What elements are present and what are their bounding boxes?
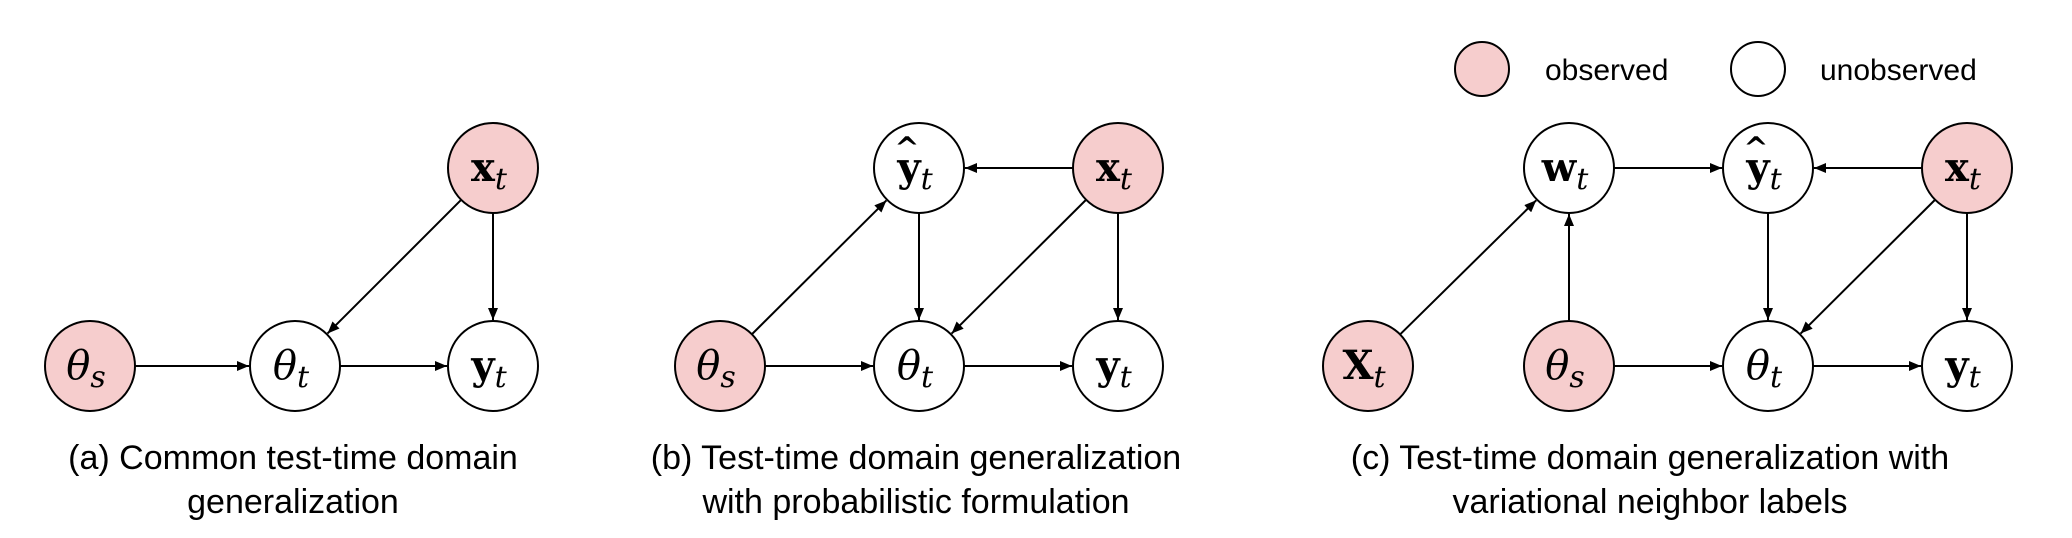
node-label: xt (471, 144, 508, 197)
node-a-y: yt (447, 320, 539, 412)
node-label: xt (1945, 144, 1982, 197)
node-circle (447, 320, 539, 412)
node-c-w: wt (1523, 122, 1615, 214)
legend-observed-label: observed (1545, 54, 1668, 87)
node-label: θt (273, 343, 310, 395)
node-c-yh: yt^ (1722, 122, 1814, 214)
node-c-ts: θs (1523, 320, 1615, 412)
node-a-x: xt (447, 122, 539, 214)
caption-a-line-1: (a) Common test-time domain (68, 439, 518, 477)
edge-c-X-to-w (1399, 199, 1537, 336)
node-label: θs (696, 343, 736, 395)
node-circle (44, 320, 136, 412)
node-circle (1072, 122, 1164, 214)
node-circle (1921, 320, 2013, 412)
caption-c-line-2: variational neighbor labels (1452, 483, 1848, 521)
caption-c-line-1: (c) Test-time domain generalization with (1350, 439, 1950, 477)
node-a-tt: θt (249, 320, 341, 412)
caption-a-line-2: generalization (187, 483, 399, 521)
caption-b-line-2: with probabilistic formulation (702, 483, 1130, 521)
node-label: yt (896, 144, 933, 197)
node-c-y: yt (1921, 320, 2013, 412)
edge-a-x-to-tt (326, 199, 462, 335)
node-circle (1921, 122, 2013, 214)
node-circle (1523, 320, 1615, 412)
node-circle (873, 122, 965, 214)
legend-unobserved-label: unobserved (1820, 54, 1977, 87)
node-label: θt (897, 343, 934, 395)
legend: observed unobserved (1454, 41, 1977, 97)
node-label: wt (1541, 144, 1589, 197)
node-circle (249, 320, 341, 412)
node-b-y: yt (1072, 320, 1164, 412)
node-c-tt: θt (1722, 320, 1814, 412)
node-label: yt (1095, 342, 1132, 395)
node-circle (447, 122, 539, 214)
node-circle (1722, 320, 1814, 412)
node-label: Xt (1342, 342, 1386, 395)
node-a-ts: θs (44, 320, 136, 412)
node-label: yt (1745, 144, 1782, 197)
node-label: θs (1545, 343, 1585, 395)
node-circle (1722, 122, 1814, 214)
edge-b-x-to-tt (950, 199, 1087, 335)
edge-b-ts-to-yh (751, 199, 888, 335)
hat-accent: ^ (894, 131, 919, 166)
node-label: yt (1944, 342, 1981, 395)
edges-layer (135, 163, 1972, 371)
hat-accent: ^ (1743, 131, 1768, 166)
node-circle (1072, 320, 1164, 412)
node-b-ts: θs (674, 320, 766, 412)
node-b-tt: θt (873, 320, 965, 412)
caption-b-line-1: (b) Test-time domain generalization (650, 439, 1182, 477)
node-label: θt (1746, 343, 1783, 395)
node-circle (674, 320, 766, 412)
caption-a: (a) Common test-time domain generalizati… (0, 436, 586, 524)
legend-unobserved-swatch (1730, 41, 1786, 97)
caption-c: (c) Test-time domain generalization with… (1300, 436, 2000, 524)
node-c-X: Xt (1322, 320, 1414, 412)
node-b-yh: yt^ (873, 122, 965, 214)
node-label: yt (470, 342, 507, 395)
caption-b: (b) Test-time domain generalization with… (606, 436, 1226, 524)
node-circle (1523, 122, 1615, 214)
node-circle (1322, 320, 1414, 412)
node-label: θs (66, 343, 106, 395)
node-label: xt (1096, 144, 1133, 197)
edge-c-x-to-tt (1799, 199, 1936, 335)
node-c-x: xt (1921, 122, 2013, 214)
node-circle (873, 320, 965, 412)
node-b-x: xt (1072, 122, 1164, 214)
legend-observed-swatch (1454, 41, 1510, 97)
